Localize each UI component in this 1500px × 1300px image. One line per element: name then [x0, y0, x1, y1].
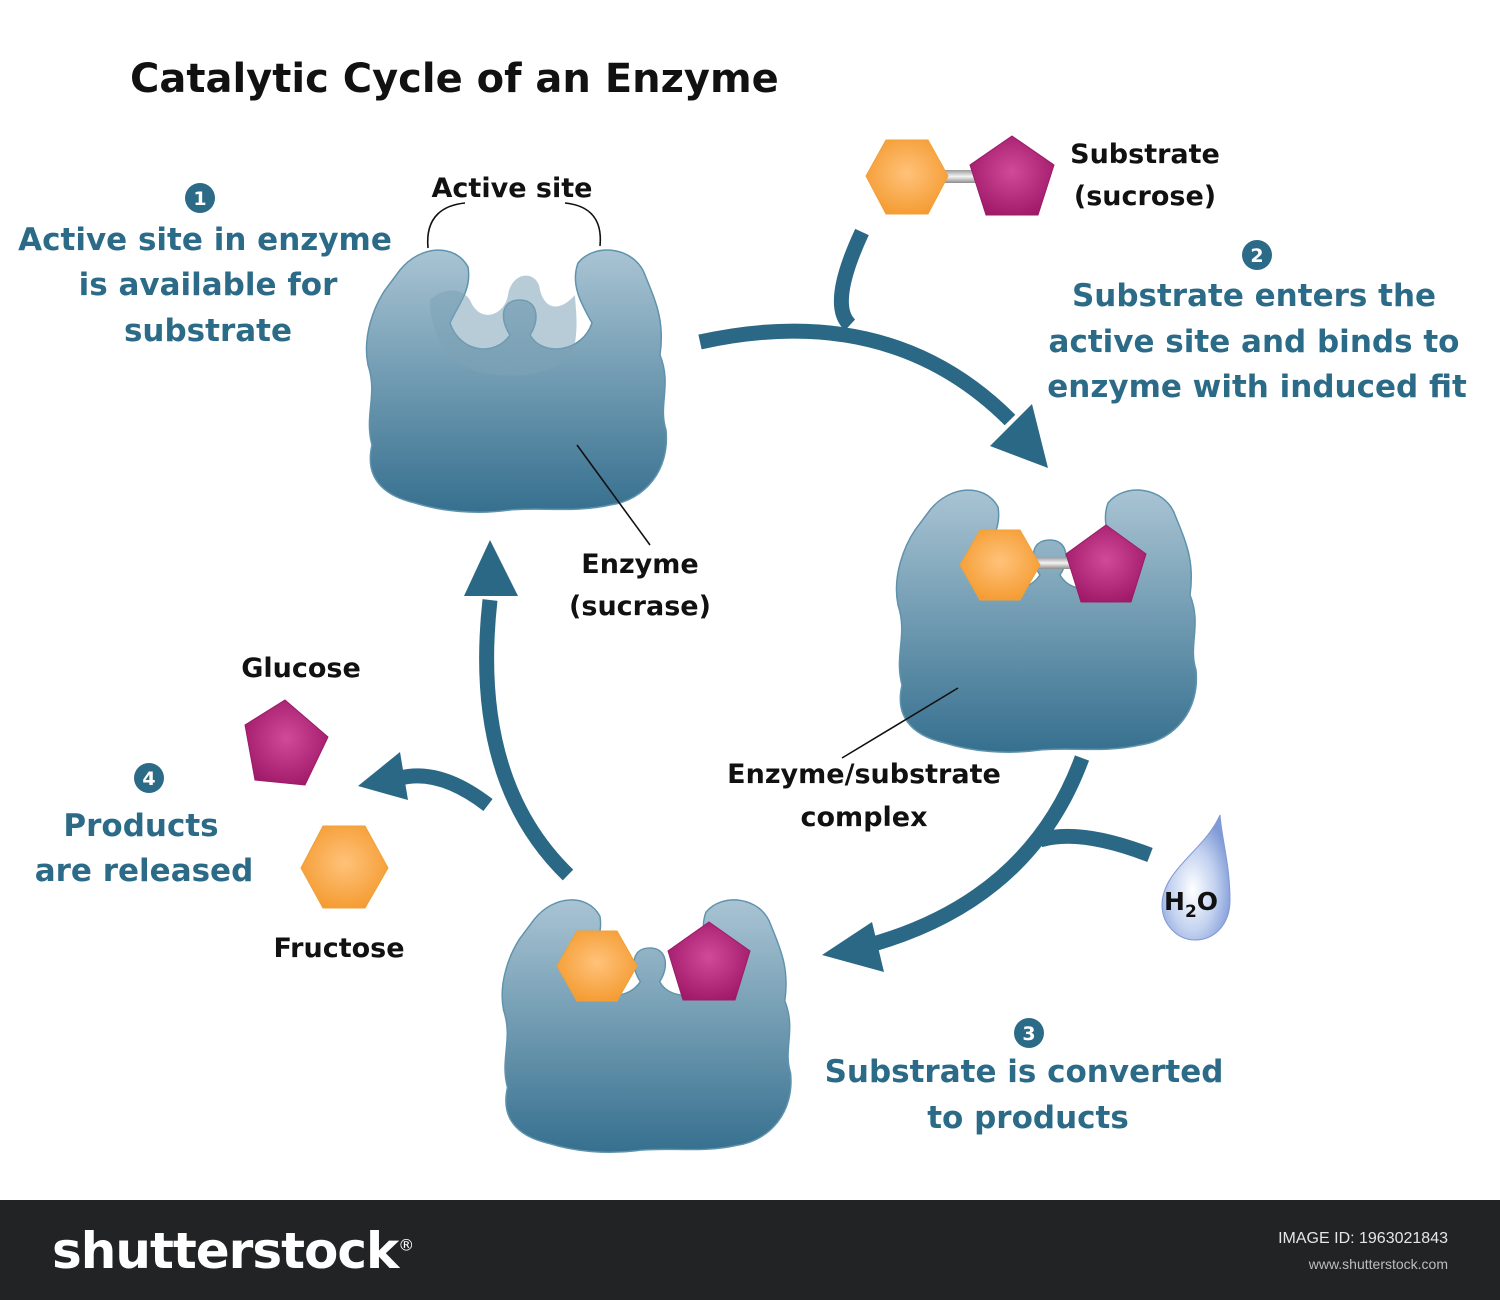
substrate-label-line1: Substrate [1070, 139, 1220, 170]
step-number: 4 [142, 768, 155, 790]
enzyme-with-products [501, 899, 792, 1154]
step-3: 3 Substrate is converted to products [825, 1018, 1224, 1136]
active-site-label: Active site [432, 173, 593, 204]
fructose-label: Fructose [273, 933, 404, 964]
diagram-title: Catalytic Cycle of an Enzyme [130, 56, 779, 102]
fructose-hexagon [959, 529, 1041, 601]
water-h: H [1164, 887, 1185, 916]
step-text-line: substrate [124, 313, 292, 349]
step-text-line: Products [63, 808, 218, 844]
bond [1030, 557, 1072, 569]
cycle-arrow-1-to-2 [698, 323, 1048, 468]
step-text-line: Substrate is converted [825, 1054, 1224, 1090]
site-url: www.shutterstock.com [1308, 1256, 1448, 1272]
step-text-line: Active site in enzyme [18, 222, 392, 258]
step-number-badge [1242, 240, 1272, 270]
brand-wordmark: shutterstock® [52, 1222, 414, 1280]
step-text-line: is available for [79, 267, 339, 303]
step-1: 1 Active site in enzyme is available for… [18, 183, 392, 349]
watermark-footer: shutterstock® IMAGE ID: 1963021843 www.s… [0, 1200, 1500, 1300]
enzyme-free [365, 249, 668, 513]
step-text-line: active site and binds to [1049, 324, 1460, 360]
substrate-label-line2: (sucrose) [1074, 181, 1216, 212]
complex-label-line1: Enzyme/substrate [727, 759, 1001, 790]
complex-label-line2: complex [801, 802, 928, 833]
product-release-arrow [358, 752, 493, 811]
step-number: 1 [193, 188, 206, 210]
step-number: 3 [1022, 1023, 1035, 1045]
step-text-line: to products [927, 1100, 1129, 1136]
step-2: 2 Substrate enters the active site and b… [1047, 240, 1467, 405]
active-site-bracket-left [427, 202, 466, 249]
glucose-label: Glucose [241, 653, 361, 684]
enzyme-leader [576, 444, 651, 546]
step-number-badge [1014, 1018, 1044, 1048]
image-id-label: IMAGE ID: 1963021843 [1278, 1230, 1448, 1247]
step-number: 2 [1250, 245, 1263, 267]
active-site-pocket [430, 275, 577, 376]
cycle-arrow-2-to-3 [822, 755, 1090, 972]
step-text-line: are released [35, 853, 254, 889]
image-id-block: IMAGE ID: 1963021843 www.shutterstock.co… [1278, 1230, 1448, 1272]
substrate-entry-arrow [833, 228, 869, 331]
cycle-arrow-3-to-1 [464, 540, 574, 881]
water-drop: H2O [1161, 814, 1231, 941]
glucose-pentagon [1065, 524, 1147, 603]
water-entry-arrow [1037, 828, 1153, 862]
brand-name: shutterstock [52, 1222, 399, 1280]
enzyme-substrate-complex [895, 489, 1198, 753]
svg-text:H2O: H2O [1164, 887, 1218, 922]
fructose-hexagon [865, 139, 949, 215]
enzyme-label-line1: Enzyme [581, 549, 698, 580]
step-text-line: Substrate enters the [1072, 278, 1436, 314]
step-4: 4 Products are released [35, 763, 254, 889]
water-o: O [1197, 887, 1218, 916]
step-text-line: enzyme with induced fit [1047, 369, 1467, 405]
glucose-pentagon [969, 135, 1055, 216]
water-subscript: 2 [1185, 902, 1197, 922]
complex-leader [841, 687, 959, 759]
fructose-hexagon [556, 930, 638, 1002]
brand-trademark: ® [398, 1235, 414, 1255]
fructose-hexagon-released [300, 825, 389, 909]
active-site-bracket-right [564, 202, 602, 247]
step-number-badge [185, 183, 215, 213]
glucose-pentagon-released [244, 699, 329, 786]
step-number-badge [134, 763, 164, 793]
glucose-pentagon [667, 921, 751, 1001]
substrate-sucrose-molecule [865, 135, 1055, 216]
diagram-canvas: Catalytic Cycle of an Enzyme [18, 56, 1467, 1154]
enzyme-label-line2: (sucrase) [569, 591, 711, 622]
